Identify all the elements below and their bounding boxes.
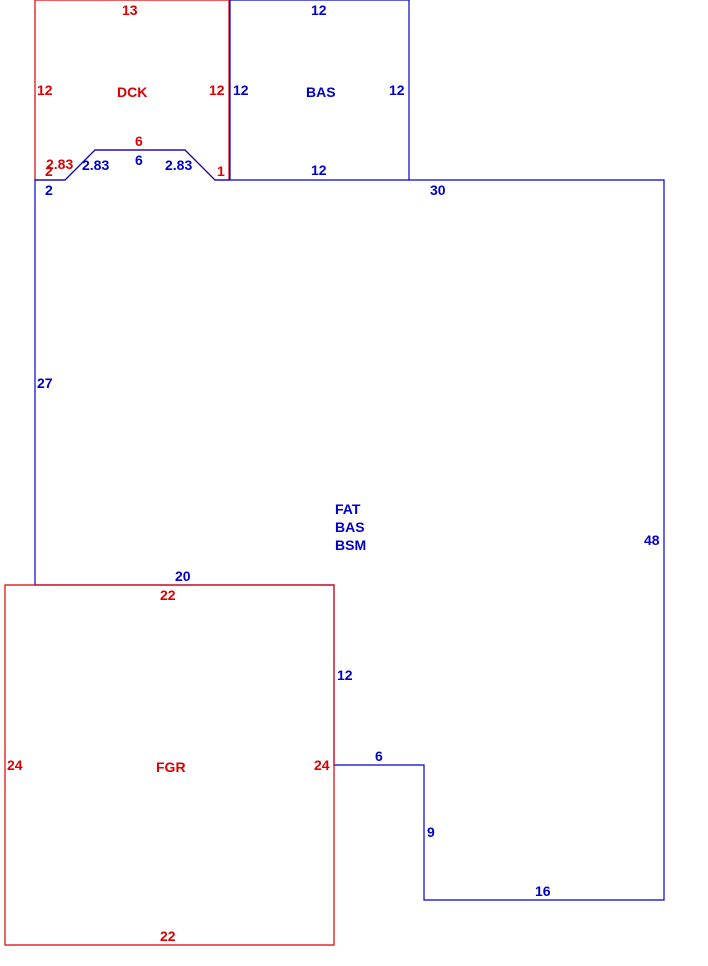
fgr-area-label: FGR (156, 759, 186, 775)
dck-left-dimension: 12 (37, 82, 53, 98)
bas-top-dimension: 12 (311, 2, 327, 18)
bas-bottom-dimension: 12 (311, 162, 327, 178)
main-area-label-bsm: BSM (335, 537, 366, 553)
dck-bay-left-diagonal-dimension: 2.83 (46, 156, 73, 172)
bas-top-outline (229, 0, 410, 180)
dck-bay-right-end-dimension: 1 (217, 163, 225, 179)
fgr-outline (4, 584, 335, 946)
main-top-dimension: 30 (430, 182, 446, 198)
dck-right-dimension: 12 (209, 82, 225, 98)
main-area-label-bas: BAS (335, 519, 365, 535)
main-bay-top-dimension: 6 (135, 152, 143, 168)
main-bay-left-diagonal-dimension: 2.83 (82, 157, 109, 173)
fgr-right-dimension: 24 (314, 757, 330, 773)
fgr-left-dimension: 24 (7, 757, 23, 773)
dck-top-dimension: 13 (122, 2, 138, 18)
main-notch-vertical-dimension: 9 (427, 824, 435, 840)
main-bay-right-diagonal-dimension: 2.83 (165, 157, 192, 173)
main-step-horizontal-dimension: 6 (375, 748, 383, 764)
bas-right-dimension: 12 (389, 82, 405, 98)
dck-area-label: DCK (117, 84, 147, 100)
main-bay-left-end-dimension: 2 (45, 182, 53, 198)
main-right-dimension: 48 (644, 532, 660, 548)
main-area-label-fat: FAT (335, 501, 361, 517)
dck-bay-top-dimension: 6 (135, 133, 143, 149)
bas-left-dimension: 12 (233, 82, 249, 98)
dck-bay-left-end-dimension: 2 (45, 163, 53, 179)
bas-top-area-label: BAS (306, 84, 336, 100)
main-bottom-left-dimension: 20 (175, 568, 191, 584)
fgr-top-dimension: 22 (160, 587, 176, 603)
main-step-vertical-dimension: 12 (337, 667, 353, 683)
main-bottom-right-dimension: 16 (535, 883, 551, 899)
main-left-dimension: 27 (37, 375, 53, 391)
fgr-bottom-dimension: 22 (160, 928, 176, 944)
